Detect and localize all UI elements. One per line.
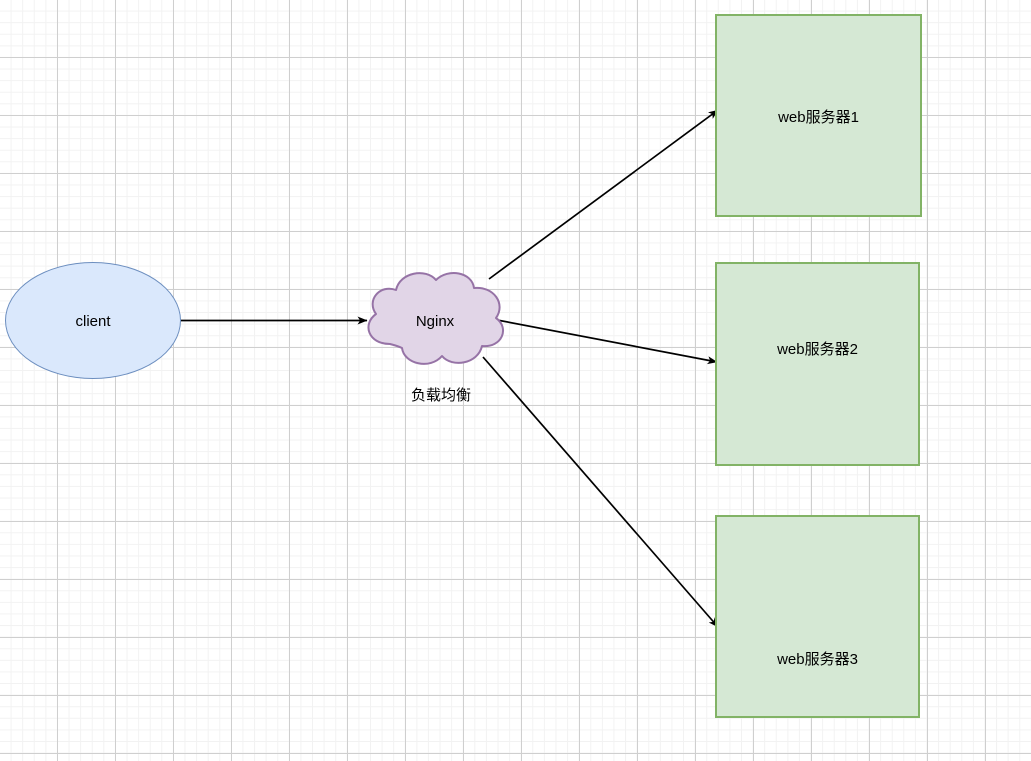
node-client[interactable]: client	[5, 262, 181, 379]
edge-nginx-to-web3	[482, 356, 719, 628]
node-web-server-3[interactable]: web服务器3	[715, 515, 920, 718]
cloud-shape-icon	[367, 272, 504, 365]
node-nginx-sublabel: 负载均衡	[410, 387, 471, 404]
node-nginx[interactable]: Nginx	[360, 266, 510, 374]
edge-nginx-to-web1	[488, 109, 719, 280]
node-web-server-2[interactable]: web服务器2	[715, 262, 920, 466]
node-web-server-1[interactable]: web服务器1	[715, 14, 922, 217]
node-web-server-1-label: web服务器1	[778, 109, 859, 126]
node-client-label: client	[75, 313, 111, 330]
node-nginx-label: Nginx	[415, 313, 455, 330]
edge-nginx-to-web2	[496, 319, 718, 365]
node-web-server-2-label: web服务器2	[777, 341, 858, 358]
node-web-server-3-label: web服务器3	[777, 651, 858, 668]
